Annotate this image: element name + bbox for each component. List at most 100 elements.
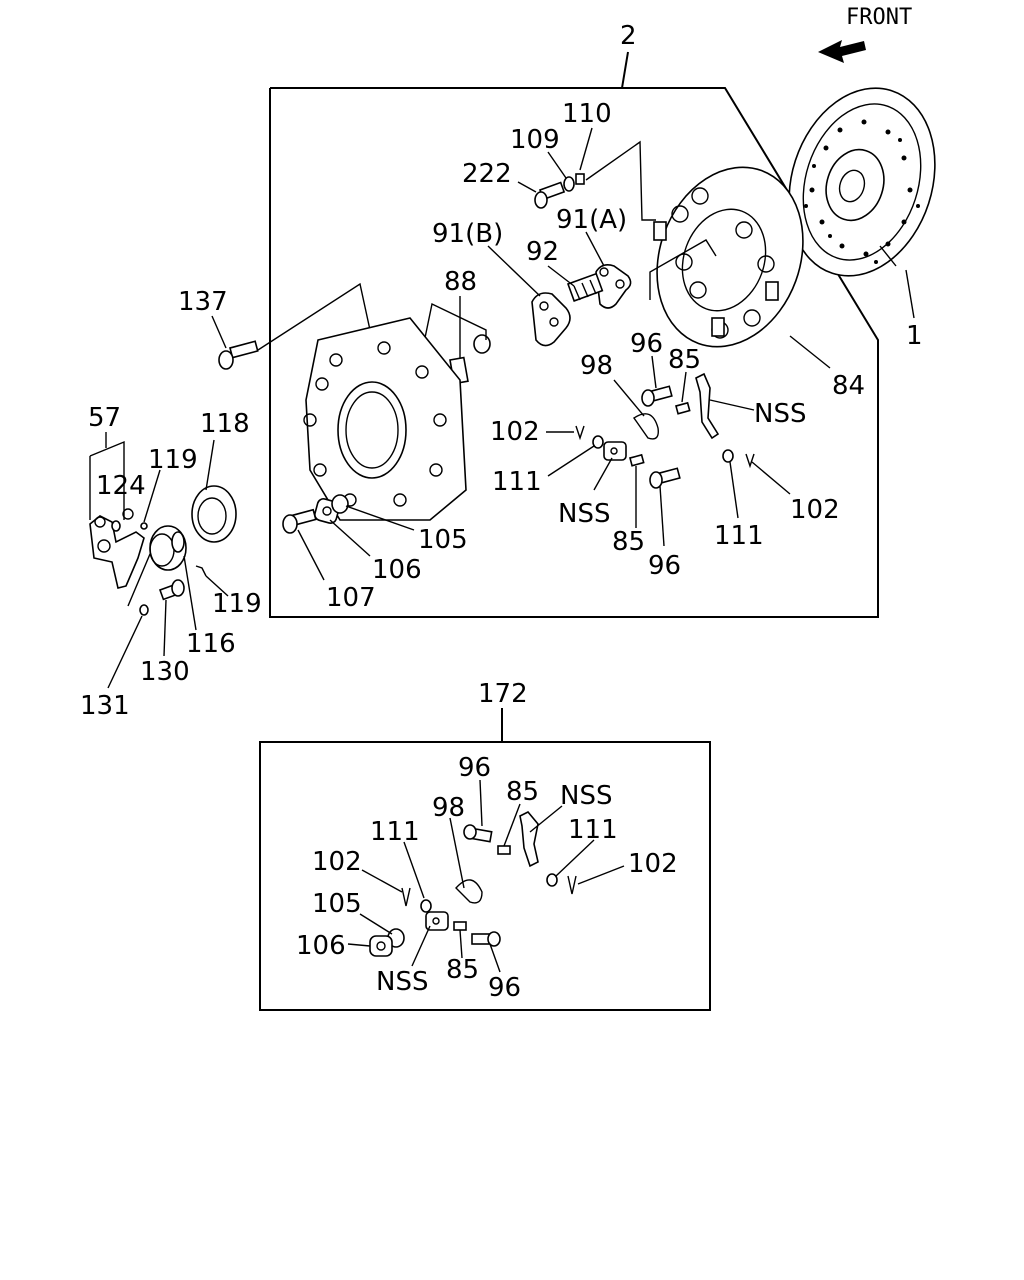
kit-leader-nss-lower [411,925,431,967]
leader-137-axis [257,282,371,351]
callout-172: 172 [478,679,528,709]
kit-leader-85a [503,803,521,847]
kit-callout-96-lower: 96 [488,973,521,1003]
callout-111: 111 [492,467,542,497]
kit-leader-102-left [361,869,403,893]
callout-1: 1 [906,321,923,351]
leader-98a [613,379,645,417]
kit-bushing-85-lower [453,921,467,931]
kit-leader-111-right [555,839,595,877]
kit-callout-106: 106 [296,931,346,961]
callout-119: 119 [148,445,198,475]
callout-98: 98 [580,351,613,381]
kit-leader-102-right [577,865,625,885]
cotter-102-right [745,453,755,469]
leader-137 [211,315,227,349]
front-arrow-icon [818,40,866,63]
kit-leader-111-left [403,841,425,899]
leader-nss1 [593,457,613,491]
kit-callout-nss-lower: NSS [376,967,428,997]
callout-92: 92 [526,237,559,267]
release-bearing-118 [191,485,237,543]
callout-nss: NSS [558,499,610,529]
callout-124: 124 [96,471,146,501]
leader-131 [107,615,143,689]
bolt-107 [282,508,317,534]
callout-2: 2 [620,21,637,51]
callout-102-right: 102 [790,495,840,525]
washer-124 [111,520,121,532]
callout-222: 222 [462,159,512,189]
leader-96a [651,355,657,389]
leader-110 [579,127,593,171]
callout-nss-right: NSS [754,399,806,429]
callout-109: 109 [510,125,560,155]
lever-91b [531,292,571,347]
kit-pin-96-upper [463,824,493,843]
kit-leader-105 [359,913,393,935]
leader-107 [297,529,325,581]
kit-lever-nss [519,811,539,868]
callout-116: 116 [186,629,236,659]
leader-116 [183,555,197,631]
callout-105: 105 [418,525,468,555]
assembly-2-frame [269,51,879,618]
callout-57: 57 [88,403,121,433]
washer-111-upper [592,435,604,449]
callout-91b: 91(B) [432,219,503,249]
kit-bushing-85-upper [497,845,511,855]
kit-washer-111-left [420,899,432,913]
bolt-137 [218,340,259,370]
kit-callout-85-lower: 85 [446,955,479,985]
bearing-sleeve-116 [149,525,187,571]
leader-111a [547,445,595,477]
kit-leader-98 [449,817,465,889]
kit-spring-98 [455,879,483,904]
leader-118 [205,439,215,491]
kit-leader-85b [459,929,463,959]
callout-106: 106 [372,555,422,585]
callout-96: 96 [630,329,663,359]
leader-102b [751,461,791,495]
kit-washer-111-right [546,873,558,887]
spring-92 [566,272,604,302]
cotter-102-upper [575,425,585,441]
kit-leader-nss-upper [529,805,563,833]
kit-callout-111-right: 111 [568,815,618,845]
leader-119a [143,469,161,523]
bushing-85-upper [675,401,691,415]
clip-119-upper [140,522,148,530]
leader-88 [419,302,487,363]
kit-plate-106 [369,935,393,957]
leader-96b [659,485,665,547]
leader-106 [329,519,371,557]
callout-96-lower: 96 [648,551,681,581]
eye-bolt-nss-upper [603,441,627,461]
leader-1 [905,269,915,319]
washer-111-right [722,449,734,463]
bolt-222 [534,181,566,209]
kit-leader-96b [489,943,501,973]
nut-105 [331,494,349,514]
leader-84 [789,335,831,369]
kit-pin-96-lower [471,931,501,947]
leader-91b [487,245,541,297]
kit-cotter-102-left [401,887,411,907]
kit-eye-bolt-nss [425,911,449,931]
callout-110: 110 [562,99,612,129]
leader-130 [163,599,167,657]
kit-cotter-102-right [567,875,577,895]
kit-callout-nss: NSS [560,781,612,811]
callout-107: 107 [326,583,376,613]
leader-91a-plate [649,239,717,300]
kit-callout-96: 96 [458,753,491,783]
pin-96-lower [649,467,681,489]
kit-callout-111-left: 111 [370,817,420,847]
pressure-plate [653,166,804,348]
kit-callout-102-left: 102 [312,847,362,877]
kit-callout-105: 105 [312,889,362,919]
leader-105 [345,505,415,531]
leader-92 [547,265,575,287]
